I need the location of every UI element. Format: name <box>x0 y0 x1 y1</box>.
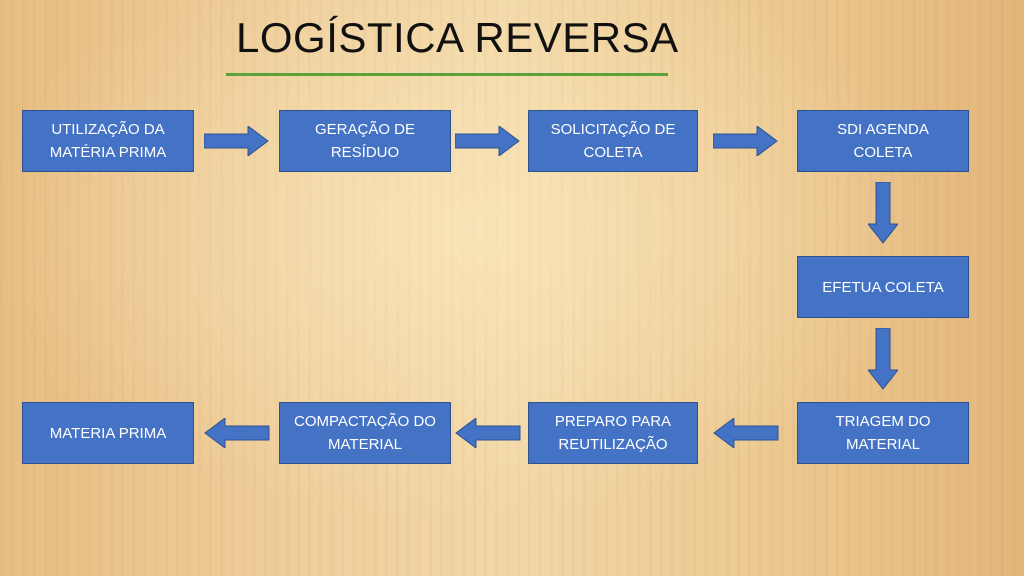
step-label: EFETUA COLETA <box>822 278 944 296</box>
step-materia-prima: MATERIA PRIMA <box>22 402 194 464</box>
title-underline <box>226 73 668 76</box>
step-sdi-agenda-coleta: SDI AGENDA COLETA <box>797 110 969 172</box>
step-geracao-residuo: GERAÇÃO DE RESÍDUO <box>279 110 451 172</box>
arrow-left-3 <box>204 418 270 448</box>
arrow-left-2 <box>455 418 521 448</box>
step-utilizacao-materia-prima: UTILIZAÇÃO DA MATÉRIA PRIMA <box>22 110 194 172</box>
step-label: PREPARO PARA REUTILIZAÇÃO <box>554 413 672 453</box>
arrow-down-2 <box>868 328 898 390</box>
step-solicitacao-coleta: SOLICITAÇÃO DE COLETA <box>528 110 698 172</box>
step-triagem-material: TRIAGEM DO MATERIAL <box>797 402 969 464</box>
arrow-down-1 <box>868 182 898 244</box>
arrow-left-1 <box>713 418 779 448</box>
step-label: TRIAGEM DO MATERIAL <box>835 413 931 453</box>
step-label: COMPACTAÇÃO DO MATERIAL <box>294 413 436 453</box>
step-efetua-coleta: EFETUA COLETA <box>797 256 969 318</box>
step-label: SOLICITAÇÃO DE COLETA <box>550 121 676 161</box>
step-label: MATERIA PRIMA <box>49 424 167 442</box>
step-compactacao-material: COMPACTAÇÃO DO MATERIAL <box>279 402 451 464</box>
arrow-right-1 <box>204 126 269 156</box>
step-label: SDI AGENDA COLETA <box>837 121 929 161</box>
arrow-right-3 <box>713 126 778 156</box>
step-preparo-reutilizacao: PREPARO PARA REUTILIZAÇÃO <box>528 402 698 464</box>
step-label: UTILIZAÇÃO DA MATÉRIA PRIMA <box>49 121 167 161</box>
step-label: GERAÇÃO DE RESÍDUO <box>314 121 416 161</box>
arrow-right-2 <box>455 126 520 156</box>
slide-title: LOGÍSTICA REVERSA <box>236 14 679 61</box>
